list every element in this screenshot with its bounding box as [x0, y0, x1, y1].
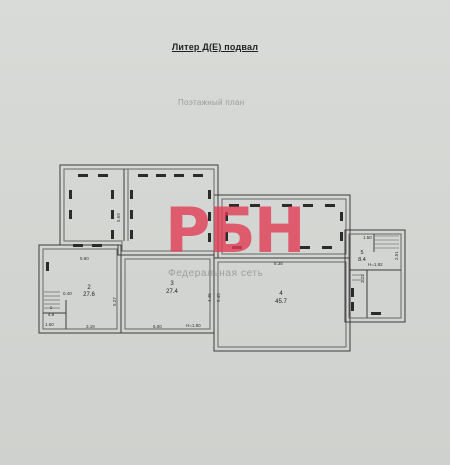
dim-1-50: 1.50: [363, 235, 372, 240]
dim-1-60: 1.60: [45, 322, 54, 327]
room-5-area: 8.4: [358, 257, 366, 263]
document-subtitle: Поэтажный план: [178, 98, 245, 107]
room-1-number: 1: [50, 305, 53, 310]
dim-5-27: 5.27: [112, 297, 117, 306]
window-marks: [46, 174, 381, 315]
dim-4-45: 4.45: [207, 293, 212, 302]
room-2-area: 27.6: [83, 292, 95, 298]
dim-5-45: 5.45: [216, 293, 221, 302]
dim-5-69: 5.69: [116, 213, 121, 222]
stair-hatching: [44, 235, 399, 309]
dim-6-00: 6.00: [153, 324, 162, 329]
dim-3-22: 3.22: [360, 274, 365, 283]
dim-0-40: 0.40: [63, 291, 72, 296]
dim-h-1-80: H=1.80: [186, 323, 201, 328]
room-4-area: 45.7: [275, 299, 287, 305]
watermark-caption: Федеральная сеть: [168, 268, 264, 279]
dim-8-38: 8.38: [274, 261, 283, 266]
room-5-number: 5: [360, 250, 363, 256]
dim-h-1-82: H=1.82: [368, 262, 383, 267]
room-3-area: 27.4: [166, 289, 178, 295]
document-title: Литер Д(Е) подвал: [171, 42, 259, 52]
room-2-number: 2: [87, 285, 91, 291]
room-1-area: 4.9: [48, 312, 55, 317]
room-3-number: 3: [170, 281, 174, 287]
dim-2-51: 2.51: [394, 251, 399, 260]
watermark-logo: РБН: [165, 194, 306, 267]
room-4-number: 4: [279, 291, 283, 297]
walls: [38, 164, 406, 352]
dim-5-80: 5.80: [80, 256, 89, 261]
dim-3-19: 3.19: [86, 324, 95, 329]
